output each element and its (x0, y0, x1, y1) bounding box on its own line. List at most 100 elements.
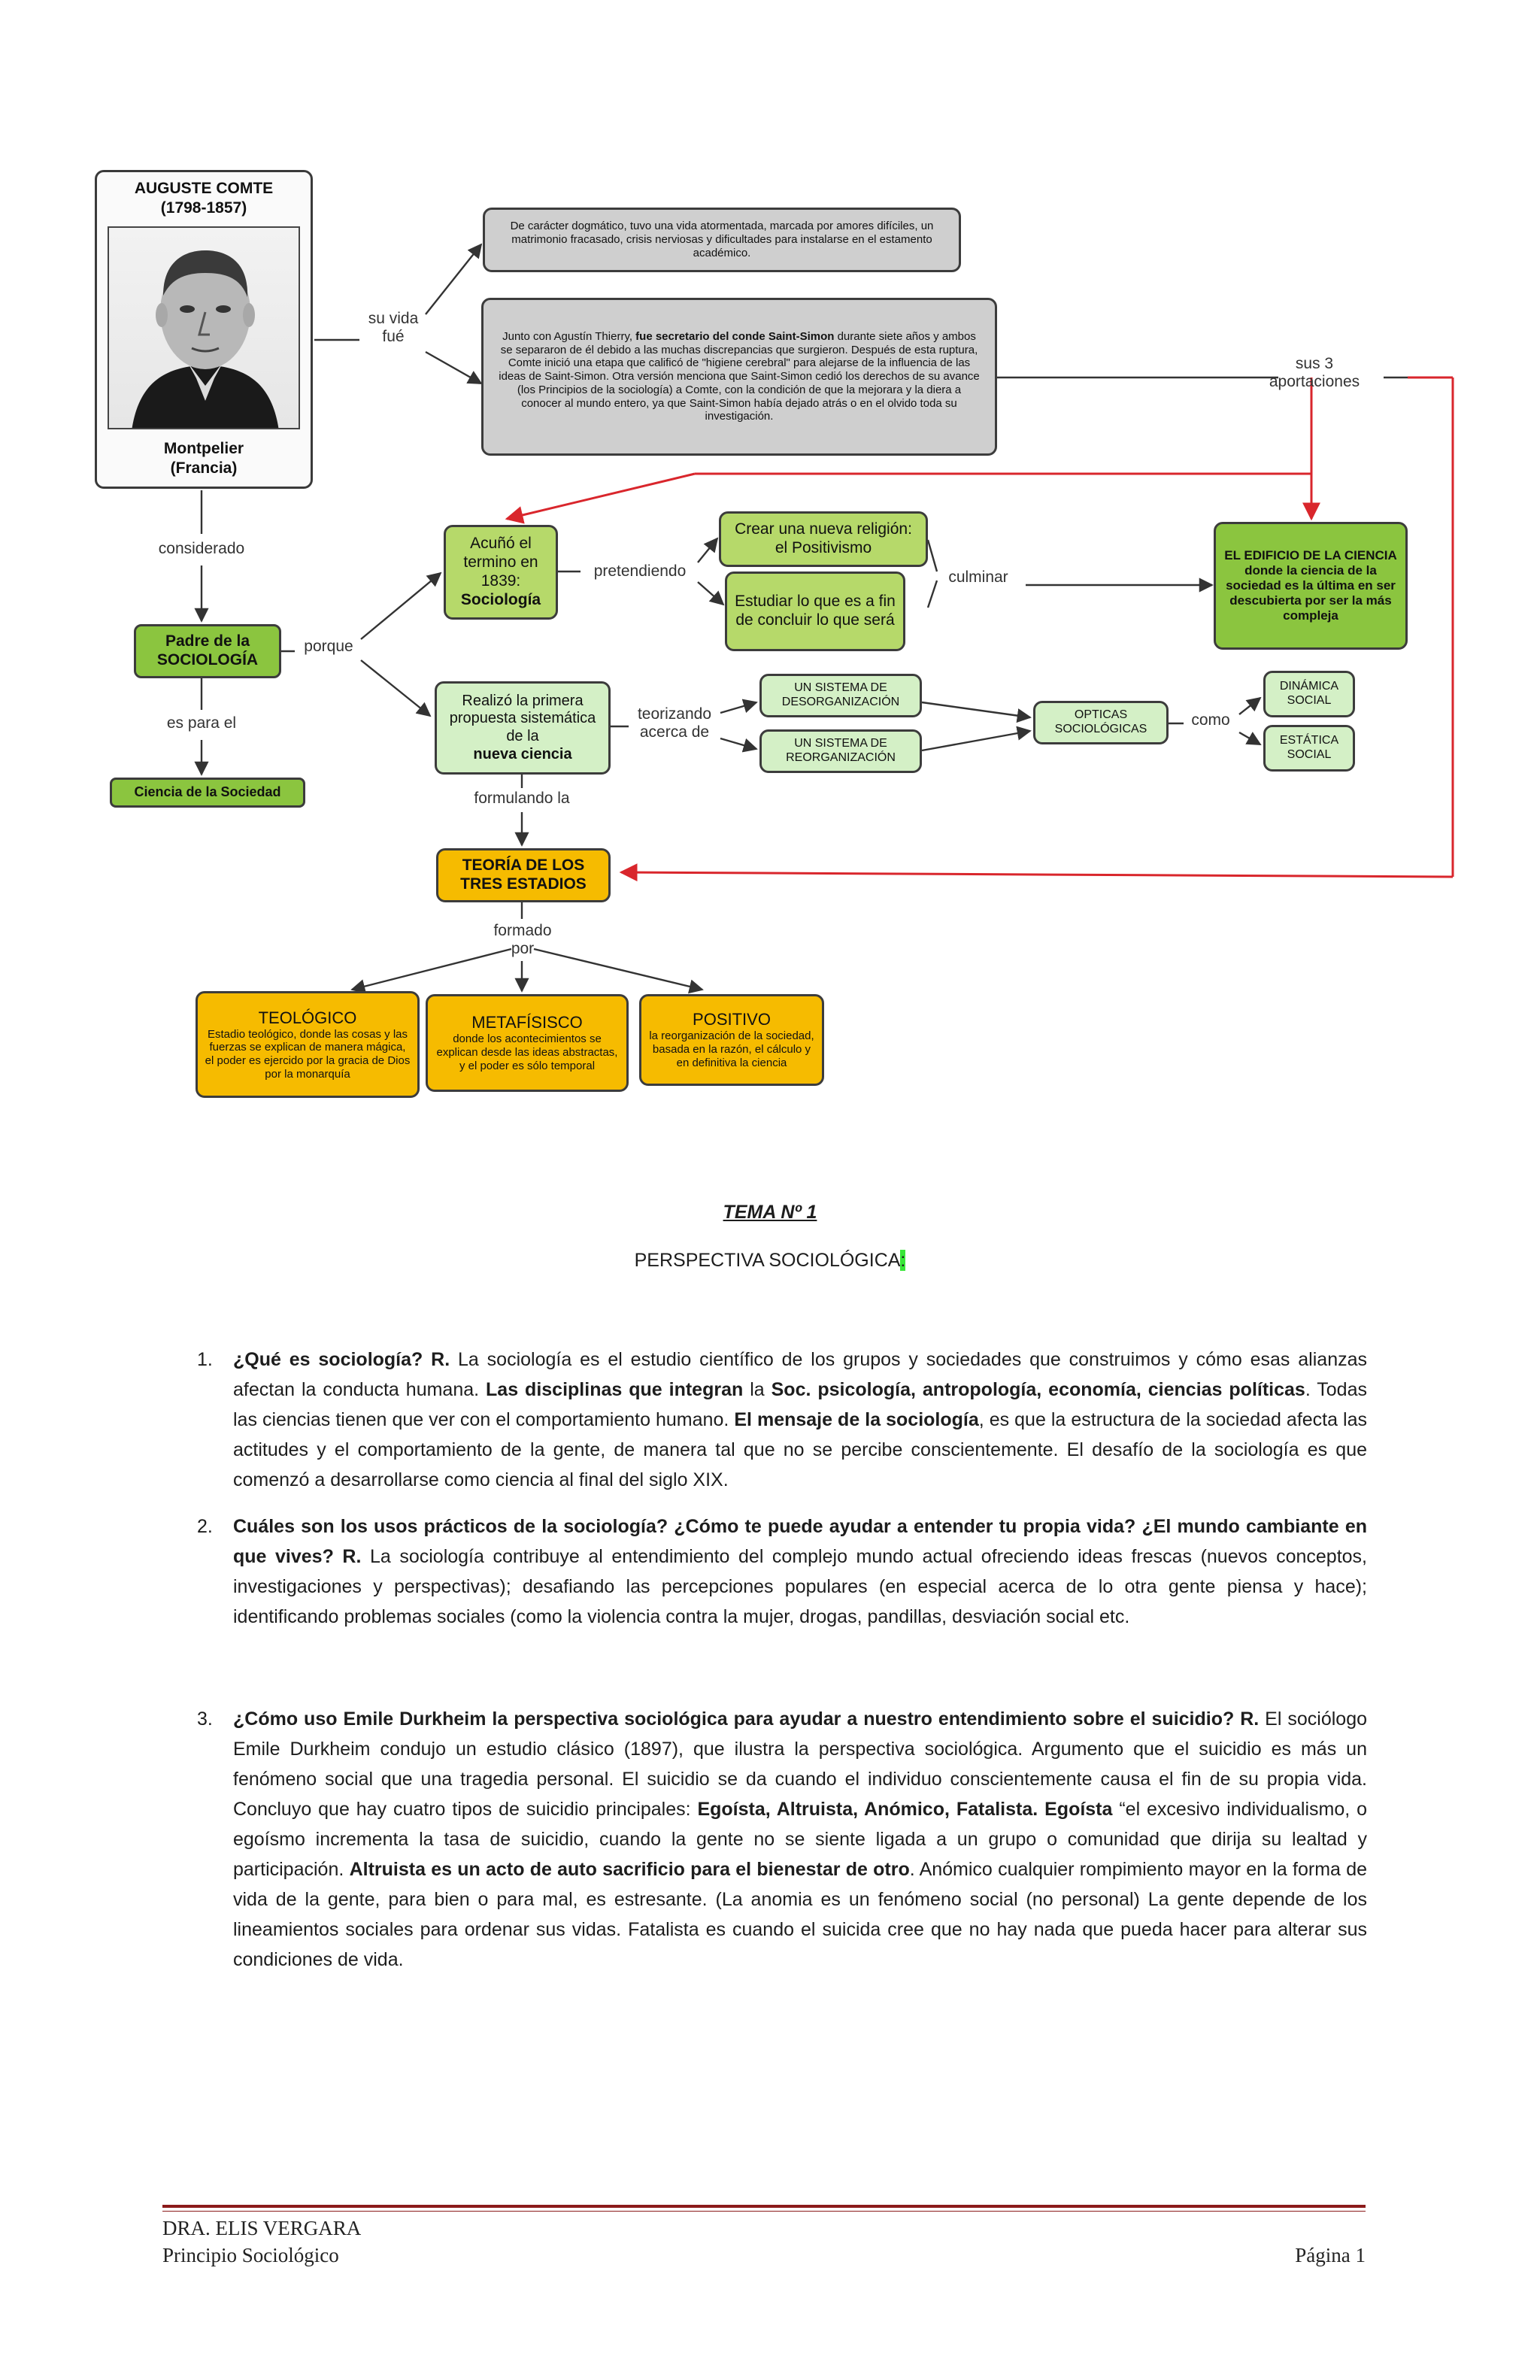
label-considerado: considerado (158, 540, 245, 557)
label-formado-line2: por (511, 940, 535, 958)
connector-culminar-2 (926, 580, 938, 608)
red-arrow-to-acuno (505, 472, 696, 524)
edificio-box: EL EDIFICIO DE LA CIENCIA donde la cienc… (1214, 522, 1408, 650)
estatica-text: ESTÁTICA SOCIAL (1279, 734, 1339, 761)
arrow-to-realizo (360, 659, 432, 717)
tema-heading: TEMA Nº 1 (723, 1202, 817, 1223)
label-aportaciones-line1: sus 3 (1295, 355, 1334, 372)
question-3-segment: Egoísta, Altruista, Anómico, Fatalista. … (697, 1799, 1113, 1820)
estudiar-box: Estudiar lo que es a fin de concluir lo … (725, 572, 905, 651)
metafisico-title: METAFÍSISCO (471, 1013, 583, 1032)
footer-rule (162, 2205, 1366, 2208)
question-2-text: Cuáles son los usos prácticos de la soci… (233, 1511, 1367, 1632)
opticas-box: OPTICAS SOCIOLÓGICAS (1033, 701, 1169, 744)
concept-map-connectors (194, 243, 1454, 994)
question-1-segment: , es que la estructura de la sociedad af… (233, 1409, 1368, 1490)
positivo-title: POSITIVO (693, 1010, 771, 1029)
portrait-drawing (132, 250, 279, 428)
label-su-vida-line2: fué (382, 328, 405, 346)
footer-subject: Principio Sociológico (162, 2244, 339, 2266)
question-2-segment: La sociología contribuye al entendimient… (233, 1546, 1367, 1627)
question-2-number: 2. (197, 1516, 213, 1537)
dinamica-text: DINÁMICA SOCIAL (1279, 680, 1339, 707)
arrow-to-estatica (1238, 731, 1262, 746)
arrow-to-life-box1 (425, 243, 483, 315)
label-formulando: formulando la (474, 790, 570, 807)
edificio-text: EL EDIFICIO DE LA CIENCIA donde la cienc… (1224, 547, 1397, 623)
question-2-segment: Cuáles son los usos prácticos de la soci… (233, 1516, 1367, 1567)
question-1-segment: ¿Qué es sociología? R. (233, 1349, 450, 1370)
arrow-to-teologico (350, 947, 512, 994)
acuno-box: Acuñó el termino en 1839: Sociología (444, 525, 558, 620)
positivismo-box: Crear una nueva religión: el Positivismo (719, 511, 928, 567)
question-1-number: 1. (197, 1349, 213, 1370)
opticas-text: OPTICAS SOCIOLÓGICAS (1054, 708, 1147, 735)
arrow-to-positivismo (697, 537, 719, 563)
life-box-1-text: De carácter dogmático, tuvo una vida ato… (510, 220, 934, 259)
label-es-para-el: es para el (166, 714, 237, 732)
positivismo-text: Crear una nueva religión: el Positivismo (735, 520, 912, 556)
arrow-to-life-box2 (425, 350, 483, 385)
footer-page: Página 1 (1295, 2244, 1366, 2266)
life-box-2-bold: fue secretario del conde Saint-Simon (635, 330, 835, 344)
padre-sociologia-box: Padre de la SOCIOLOGÍA (134, 624, 281, 678)
footer-author: DRA. ELIS VERGARA (162, 2217, 362, 2239)
label-teorizando-line2: acerca de (639, 723, 710, 741)
connector-culminar-1 (926, 539, 938, 572)
desorganizacion-text: UN SISTEMA DE DESORGANIZACIÓN (781, 681, 900, 708)
estatica-box: ESTÁTICA SOCIAL (1263, 725, 1355, 772)
question-1-segment: . Todas las ciencias tienen que ver con … (233, 1379, 1367, 1430)
portrait-years: (1798-1857) (160, 199, 247, 217)
ciencia-sociedad-text: Ciencia de la Sociedad (134, 784, 281, 800)
label-formado-por: formado por (481, 922, 564, 958)
arrow-to-reorg (720, 737, 758, 753)
question-3-segment: El sociólogo Emile Durkheim condujo un e… (233, 1708, 1368, 1820)
realizo-bold: nueva ciencia (473, 745, 572, 763)
reorganizacion-box: UN SISTEMA DE REORGANIZACIÓN (759, 729, 922, 773)
label-su-vida: su vida fué (359, 310, 427, 346)
portrait-image (108, 226, 300, 429)
question-3-segment: “el excesivo individualismo, o egoísmo i… (233, 1799, 1367, 1880)
teologico-text: Estadio teológico, donde las cosas y las… (205, 1027, 411, 1081)
metafisico-text: donde los acontecimientos se explican de… (436, 1032, 618, 1072)
metafisico-box: METAFÍSISCO donde los acontecimientos se… (426, 994, 629, 1092)
teoria-box: TEORÍA DE LOS TRES ESTADIOS (436, 848, 611, 902)
arrow-desorg-opticas (921, 701, 1032, 723)
label-teorizando: teorizando acerca de (627, 705, 722, 741)
label-pretendiendo: pretendiendo (593, 562, 687, 580)
label-porque: porque (304, 638, 353, 655)
dinamica-box: DINÁMICA SOCIAL (1263, 671, 1355, 717)
portrait-place: Montpelier (163, 440, 244, 457)
life-box-2: Junto con Agustín Thierry, fue secretari… (481, 298, 997, 456)
estudiar-text: Estudiar lo que es a fin de concluir lo … (735, 593, 896, 629)
arrow-to-estudiar (697, 581, 725, 606)
question-1-segment: La sociología es el estudio científico d… (233, 1349, 1367, 1400)
acuno-text: Acuñó el termino en 1839: (463, 535, 538, 590)
question-3-number: 3. (197, 1708, 213, 1730)
portrait-box: AUGUSTE COMTE (1798-1857) Montpelier (Fr… (95, 170, 313, 489)
positivo-box: POSITIVO la reorganización de la socieda… (639, 994, 824, 1086)
section-subtitle-text: PERSPECTIVA SOCIOLÓGICA (634, 1250, 901, 1271)
question-1-segment: El mensaje de la sociología (734, 1409, 979, 1430)
portrait-country: (Francia) (170, 459, 238, 477)
realizo-box: Realizó la primera propuesta sistemática… (435, 681, 611, 775)
realizo-text: Realizó la primera propuesta sistemática… (449, 692, 596, 744)
question-1-segment: la (743, 1379, 772, 1400)
life-box-2-post: durante siete años y ambos se separaron … (499, 330, 980, 423)
padre-sociologia-text: Padre de la SOCIOLOGÍA (156, 632, 259, 669)
question-1-text: ¿Qué es sociología? R. La sociología es … (233, 1345, 1367, 1495)
question-3-text: ¿Cómo uso Emile Durkheim la perspectiva … (233, 1704, 1367, 1975)
question-3-segment: ¿Cómo uso Emile Durkheim la perspectiva … (233, 1708, 1260, 1730)
teologico-box: TEOLÓGICO Estadio teológico, donde las c… (196, 991, 420, 1098)
question-3-segment: . Anómico cualquier rompimiento mayor en… (233, 1859, 1367, 1970)
label-aportaciones-line2: aportaciones (1269, 373, 1360, 391)
footer-rule-thin (162, 2211, 1366, 2212)
acuno-bold: Sociología (460, 590, 541, 608)
portrait-name: AUGUSTE COMTE (134, 180, 274, 197)
label-teorizando-line1: teorizando (637, 705, 712, 723)
positivo-text: la reorganización de la sociedad, basada… (649, 1029, 814, 1069)
label-su-vida-line1: su vida (368, 310, 419, 327)
arrow-to-positivo (533, 947, 704, 994)
question-1-segment: Las disciplinas que integran (486, 1379, 744, 1400)
reorganizacion-text: UN SISTEMA DE REORGANIZACIÓN (786, 737, 896, 764)
